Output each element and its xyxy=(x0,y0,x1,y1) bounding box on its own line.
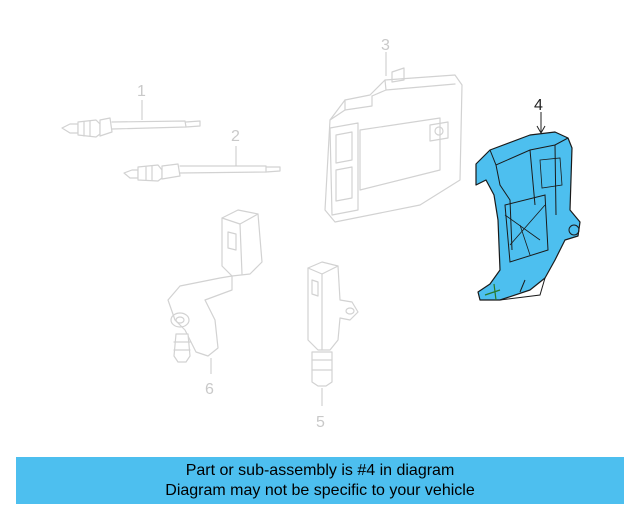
callout-3[interactable]: 3 xyxy=(381,37,390,54)
leader-4-arrow-icon xyxy=(536,125,546,135)
callout-6[interactable]: 6 xyxy=(205,381,214,398)
part-6-sensor-bracket[interactable] xyxy=(167,209,263,363)
part-2-glow-plug[interactable] xyxy=(123,163,281,182)
callout-5[interactable]: 5 xyxy=(316,414,325,431)
banner-line-1: Part or sub-assembly is #4 in diagram xyxy=(185,462,455,479)
callout-1[interactable]: 1 xyxy=(137,83,146,100)
part-5-sensor[interactable] xyxy=(307,261,359,387)
part-4-bracket[interactable] xyxy=(475,131,581,301)
part-1-glow-plug[interactable] xyxy=(61,117,201,138)
part-3-control-module[interactable] xyxy=(324,67,463,223)
banner-line-2: Diagram may not be specific to your vehi… xyxy=(165,482,475,499)
callout-4[interactable]: 4 xyxy=(534,97,543,114)
bracket-body xyxy=(475,131,581,301)
info-banner: Part or sub-assembly is #4 in diagram Di… xyxy=(16,457,624,504)
callout-2[interactable]: 2 xyxy=(231,128,240,145)
